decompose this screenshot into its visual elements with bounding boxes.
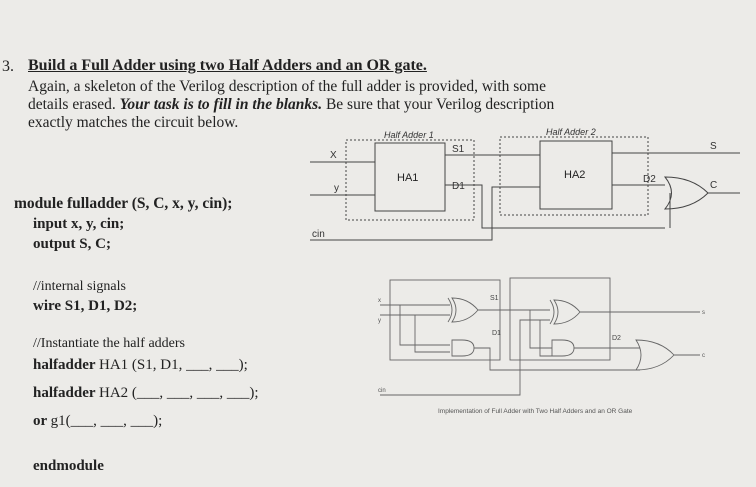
code-or-line: or g1(___, ___, ___); bbox=[33, 413, 162, 430]
question-number: 3. bbox=[2, 58, 14, 75]
impl-label-s: s bbox=[702, 310, 705, 316]
instruction-line-3: exactly matches the circuit below. bbox=[28, 114, 239, 131]
label-s1: S1 bbox=[452, 144, 465, 155]
impl-wire-x-branch bbox=[399, 305, 450, 346]
impl-wire-cin bbox=[380, 319, 550, 396]
top-circuit-diagram: Half Adder 1 Half Adder 2 HA1 HA2 X y ci… bbox=[310, 127, 740, 241]
impl-xor1-back bbox=[447, 297, 453, 323]
impl-wire-d1 bbox=[474, 347, 640, 371]
code-module-line: module fulladder (S, C, x, y, cin); bbox=[14, 195, 233, 212]
label-y: y bbox=[334, 183, 339, 194]
impl-label-y: y bbox=[378, 318, 381, 324]
code-ha1-line: halfadder HA1 (S1, D1, ___, ___); bbox=[33, 357, 248, 374]
ha1-dashed-box bbox=[345, 139, 475, 221]
ha2-dashed-box bbox=[499, 136, 649, 216]
instruction-line-2: details erased. Your task is to fill in … bbox=[28, 95, 554, 114]
bottom-circuit-diagram: x y cin s c S1 D1 D2 Implementation of F… bbox=[378, 277, 705, 415]
code-ha2-line: halfadder HA2 (___, ___, ___, ___); bbox=[33, 385, 259, 402]
ha1-block bbox=[374, 142, 446, 212]
impl-and1 bbox=[451, 339, 475, 357]
impl-and2 bbox=[551, 339, 575, 357]
code-or-args: g1(___, ___, ___); bbox=[50, 413, 163, 429]
code-ha1-keyword: halfadder bbox=[33, 357, 96, 373]
label-d2: D2 bbox=[643, 174, 656, 185]
ha2-label: HA2 bbox=[564, 169, 585, 181]
label-s: S bbox=[710, 141, 717, 152]
code-ha2-keyword: halfadder bbox=[33, 385, 96, 401]
ha1-impl-box bbox=[389, 279, 501, 361]
impl-wire-cin-branch bbox=[539, 320, 552, 357]
impl-label-c: c bbox=[702, 353, 705, 359]
code-ha2-args: HA2 (___, ___, ___, ___); bbox=[98, 385, 259, 401]
label-c: C bbox=[710, 180, 717, 191]
instruction-text: details erased. bbox=[28, 96, 116, 113]
impl-wire-s1-branch bbox=[529, 310, 552, 349]
impl-xor2-back bbox=[549, 299, 555, 325]
code-endmodule: endmodule bbox=[33, 458, 104, 474]
ha2-impl-box bbox=[509, 277, 611, 361]
ha1-label: HA1 bbox=[397, 172, 418, 184]
code-comment-instantiate: //Instantiate the half adders bbox=[33, 336, 185, 351]
wire-cin bbox=[310, 186, 540, 241]
ha1-title: Half Adder 1 bbox=[384, 130, 434, 140]
code-wire-line: wire S1, D1, D2; bbox=[33, 298, 138, 314]
instruction-line-1: Again, a skeleton of the Verilog descrip… bbox=[28, 78, 546, 95]
label-cin: cin bbox=[312, 229, 325, 240]
wire-d1 bbox=[445, 184, 665, 229]
instruction-text-cont: Be sure that your Verilog description bbox=[325, 96, 555, 113]
impl-wire-y-branch bbox=[414, 315, 450, 353]
code-comment-internal: //internal signals bbox=[33, 279, 126, 294]
impl-label-x: x bbox=[378, 298, 381, 304]
code-input-line: input x, y, cin; bbox=[33, 216, 125, 232]
impl-xor1 bbox=[451, 297, 479, 323]
impl-label-s1: S1 bbox=[490, 295, 499, 302]
ha2-block bbox=[539, 140, 613, 210]
label-d1: D1 bbox=[452, 181, 465, 192]
impl-caption: Implementation of Full Adder with Two Ha… bbox=[438, 408, 633, 415]
code-output-line: output S, C; bbox=[33, 236, 111, 252]
ha2-title: Half Adder 2 bbox=[546, 127, 596, 137]
label-x: X bbox=[330, 150, 337, 161]
impl-or-gate bbox=[635, 339, 675, 371]
impl-xor2 bbox=[553, 299, 581, 325]
instruction-emphasis: Your task is to fill in the blanks. bbox=[119, 96, 323, 113]
impl-label-d1: D1 bbox=[492, 330, 501, 337]
code-ha1-args: HA1 (S1, D1, ___, ___); bbox=[98, 357, 248, 373]
impl-label-d2: D2 bbox=[612, 335, 621, 342]
code-or-keyword: or bbox=[33, 413, 47, 429]
question-title: Build a Full Adder using two Half Adders… bbox=[28, 57, 427, 74]
impl-label-cin: cin bbox=[378, 388, 386, 394]
or-gate-top bbox=[663, 176, 709, 210]
